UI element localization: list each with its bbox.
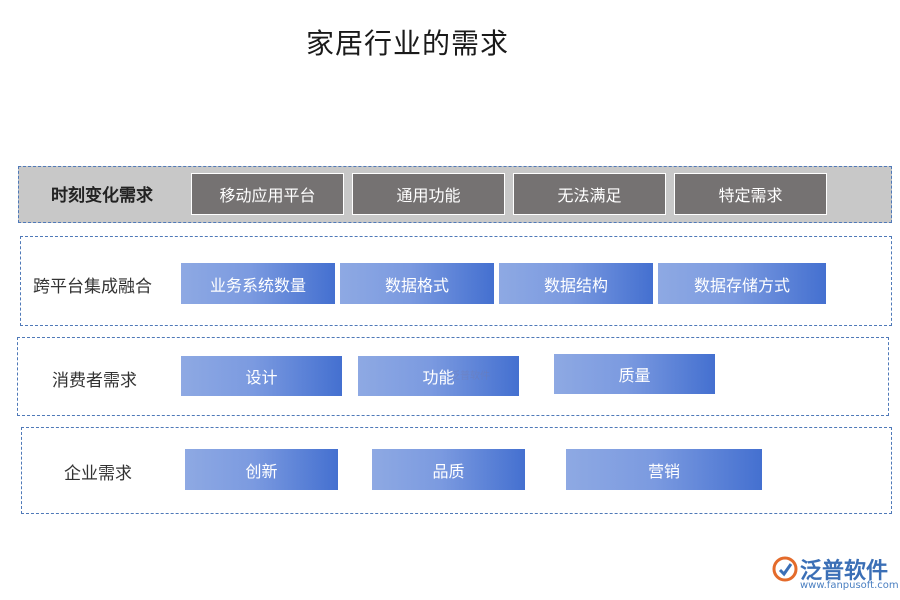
integration-box: 数据存储方式 [658,263,826,304]
brand-logo: 泛普软件 [772,553,888,585]
row-enterprise-demand: 企业需求 创新 品质 营销 [21,427,892,514]
consumer-box: 功能 [358,356,519,396]
demand-box: 通用功能 [352,173,505,215]
row-consumer-demand: 消费者需求 设计 功能 质量 [17,337,889,416]
integration-box: 数据格式 [340,263,494,304]
row-label: 企业需求 [64,464,132,484]
demand-box: 特定需求 [674,173,827,215]
row-label: 消费者需求 [52,371,137,391]
row-label: 时刻变化需求 [51,186,153,206]
enterprise-box: 创新 [185,449,338,490]
diagram-title: 家居行业的需求 [306,27,510,60]
brand-logo-icon [772,556,798,582]
demand-box: 移动应用平台 [191,173,344,215]
watermark-text: 泛普软件 [450,371,490,382]
integration-box: 数据结构 [499,263,653,304]
brand-name: 泛普软件 [800,559,889,584]
enterprise-box: 营销 [566,449,762,490]
consumer-box: 质量 [554,354,715,394]
row-label: 跨平台集成融合 [33,277,152,297]
demand-box: 无法满足 [513,173,666,215]
consumer-box: 设计 [181,356,342,396]
enterprise-box: 品质 [372,449,525,490]
row-changing-demand: 时刻变化需求 移动应用平台 通用功能 无法满足 特定需求 [18,166,892,223]
brand-url: www.fanpusoft.com [800,580,899,591]
integration-box: 业务系统数量 [181,263,335,304]
row-cross-platform: 跨平台集成融合 业务系统数量 数据格式 数据结构 数据存储方式 [20,236,892,326]
